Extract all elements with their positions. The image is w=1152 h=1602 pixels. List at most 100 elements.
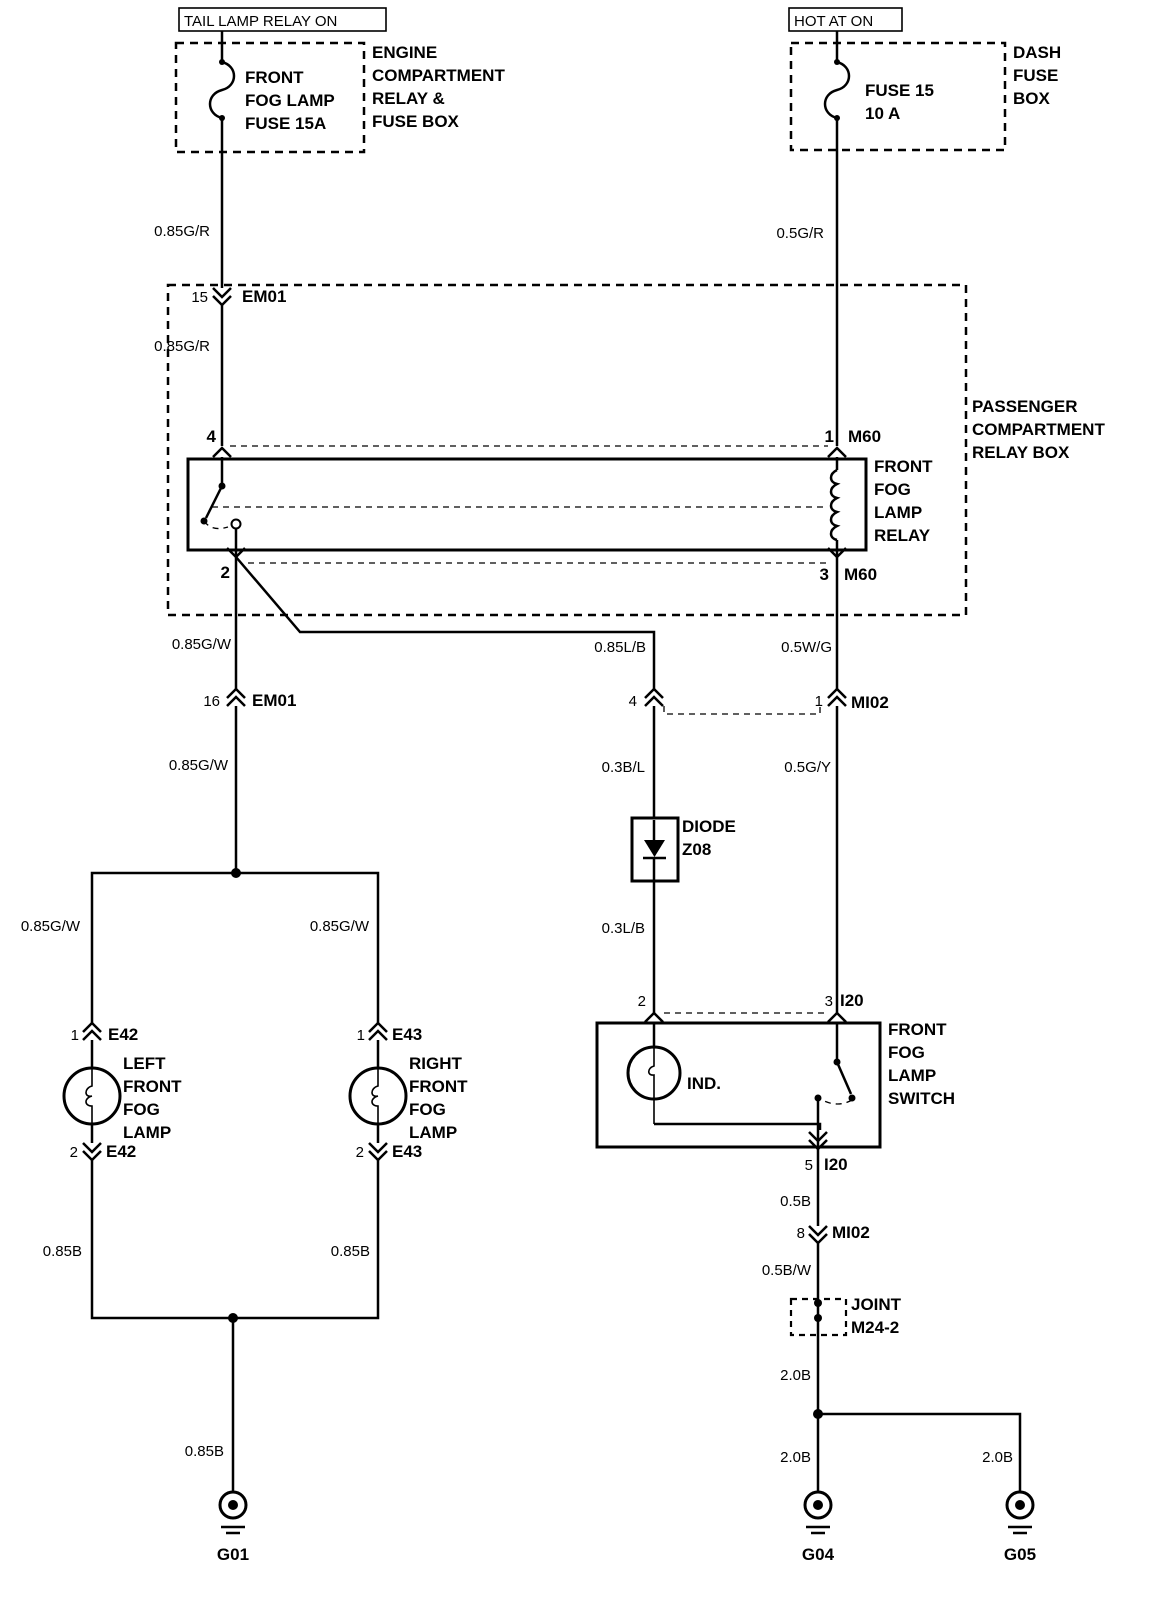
- svg-text:Z08: Z08: [682, 840, 711, 859]
- ground-g04: G04: [802, 1490, 835, 1564]
- svg-text:IND.: IND.: [687, 1074, 721, 1093]
- connector-mi02-8: 8 MI02: [797, 1223, 870, 1245]
- svg-text:2: 2: [70, 1144, 78, 1161]
- wire-label-05bw: 0.5B/W: [762, 1262, 812, 1279]
- connector-e42-2: 2 E42: [70, 1142, 136, 1162]
- splice-top: [231, 868, 241, 878]
- svg-text:1: 1: [71, 1027, 79, 1044]
- svg-text:FOG: FOG: [874, 480, 911, 499]
- svg-text:ENGINE: ENGINE: [372, 43, 437, 62]
- front-fog-lamp-fuse-15a: FRONT FOG LAMP FUSE 15A: [208, 31, 335, 152]
- svg-text:1: 1: [815, 693, 823, 710]
- svg-text:10 A: 10 A: [865, 104, 900, 123]
- switch-contact: [814, 1022, 856, 1148]
- wire-label-20b-g05: 2.0B: [982, 1449, 1013, 1466]
- wire-label-085b-right: 0.85B: [331, 1243, 370, 1260]
- wire-label-085lb: 0.85L/B: [594, 639, 646, 656]
- source-label-hot-at-on: HOT AT ON: [788, 7, 903, 32]
- svg-text:E42: E42: [106, 1142, 136, 1161]
- svg-text:MI02: MI02: [851, 693, 889, 712]
- svg-text:COMPARTMENT: COMPARTMENT: [372, 66, 505, 85]
- svg-text:FRONT: FRONT: [245, 68, 304, 87]
- svg-text:2: 2: [638, 993, 646, 1010]
- svg-text:LAMP: LAMP: [409, 1123, 457, 1142]
- svg-text:RELAY BOX: RELAY BOX: [972, 443, 1070, 462]
- svg-text:SWITCH: SWITCH: [888, 1089, 955, 1108]
- svg-text:G01: G01: [217, 1545, 249, 1564]
- svg-text:EM01: EM01: [242, 287, 286, 306]
- connector-e42-1: 1 E42: [71, 1021, 138, 1044]
- svg-text:M24-2: M24-2: [851, 1318, 899, 1337]
- wire-label-085b-left: 0.85B: [43, 1243, 82, 1260]
- connector-mi02-1: 1 MI02: [815, 687, 889, 712]
- svg-text:1: 1: [357, 1027, 365, 1044]
- svg-text:RELAY &: RELAY &: [372, 89, 445, 108]
- front-fog-lamp-relay: FRONT FOG LAMP RELAY: [186, 457, 933, 552]
- svg-text:BOX: BOX: [1013, 89, 1051, 108]
- svg-text:FRONT: FRONT: [123, 1077, 182, 1096]
- svg-text:16: 16: [203, 693, 220, 710]
- svg-text:4: 4: [207, 427, 217, 446]
- wire-label-05gr: 0.5G/R: [776, 225, 824, 242]
- svg-text:15: 15: [191, 289, 208, 306]
- svg-text:E43: E43: [392, 1142, 422, 1161]
- svg-text:FOG LAMP: FOG LAMP: [245, 91, 335, 110]
- right-front-fog-lamp: RIGHT FRONT FOG LAMP: [348, 1040, 468, 1143]
- svg-text:FUSE: FUSE: [1013, 66, 1058, 85]
- svg-text:G05: G05: [1004, 1545, 1036, 1564]
- relay-coil: [829, 457, 841, 556]
- wire-lamp-branch-bottom: [90, 1160, 380, 1320]
- svg-text:FUSE BOX: FUSE BOX: [372, 112, 460, 131]
- svg-text:RELAY: RELAY: [874, 526, 931, 545]
- svg-text:TAIL LAMP RELAY ON: TAIL LAMP RELAY ON: [184, 13, 337, 30]
- connector-mi02-4: 4: [629, 687, 664, 710]
- svg-text:FRONT: FRONT: [874, 457, 933, 476]
- wire-ground-g05: [818, 1412, 1022, 1492]
- connector-i20-2: 2: [638, 993, 664, 1023]
- wire-label-085gr-upper: 0.85G/R: [154, 223, 210, 240]
- svg-text:LAMP: LAMP: [888, 1066, 936, 1085]
- relay-pin-4: 4: [207, 427, 232, 458]
- wire-label-085gw-left: 0.85G/W: [21, 918, 81, 935]
- ground-g05: G05: [1004, 1490, 1036, 1564]
- svg-text:FUSE 15A: FUSE 15A: [245, 114, 326, 133]
- wire-label-20b-g04: 2.0B: [780, 1449, 811, 1466]
- indicator-lamp: IND.: [626, 1022, 822, 1130]
- connector-em01-15: 15 EM01: [191, 287, 286, 307]
- wire-label-085gr-lower: 0.85G/R: [154, 338, 210, 355]
- svg-text:FOG: FOG: [123, 1100, 160, 1119]
- svg-text:E43: E43: [392, 1025, 422, 1044]
- wire-label-085gw-right: 0.85G/W: [310, 918, 370, 935]
- wire-label-20b-upper: 2.0B: [780, 1367, 811, 1384]
- relay-pin-1: 1 M60: [825, 427, 881, 458]
- dash-fuse-box: DASH FUSE BOX: [789, 41, 1061, 152]
- wire-label-085gw-2: 0.85G/W: [169, 757, 229, 774]
- wire-085lb: [235, 556, 656, 689]
- svg-text:3: 3: [820, 565, 829, 584]
- svg-text:8: 8: [797, 1225, 805, 1242]
- wire-label-085b-ground: 0.85B: [185, 1443, 224, 1460]
- wire-lamp-branch-top: [90, 871, 380, 1023]
- svg-text:E42: E42: [108, 1025, 138, 1044]
- wire-label-05wg: 0.5W/G: [781, 639, 832, 656]
- svg-text:RIGHT: RIGHT: [409, 1054, 463, 1073]
- svg-text:JOINT: JOINT: [851, 1295, 902, 1314]
- svg-text:M60: M60: [848, 427, 881, 446]
- source-label-tail-lamp: TAIL LAMP RELAY ON: [178, 7, 387, 32]
- connector-i20-3: 3 I20: [825, 991, 864, 1023]
- svg-text:LAMP: LAMP: [874, 503, 922, 522]
- passenger-compartment-relay-box: PASSENGER COMPARTMENT RELAY BOX: [166, 283, 1105, 617]
- wire-label-085gw-1: 0.85G/W: [172, 636, 232, 653]
- connector-mi02-link: [663, 706, 821, 715]
- svg-text:2: 2: [356, 1144, 364, 1161]
- wire-label-03bl: 0.3B/L: [602, 759, 645, 776]
- svg-text:5: 5: [805, 1157, 813, 1174]
- relay-pin-3: 3 M60: [820, 547, 877, 584]
- ground-g01: G01: [217, 1490, 249, 1564]
- svg-text:EM01: EM01: [252, 691, 296, 710]
- svg-text:G04: G04: [802, 1545, 835, 1564]
- svg-text:FOG: FOG: [409, 1100, 446, 1119]
- joint-m24-2: JOINT M24-2: [789, 1295, 902, 1337]
- connector-e43-1: 1 E43: [357, 1021, 422, 1044]
- connector-e43-2: 2 E43: [356, 1142, 422, 1162]
